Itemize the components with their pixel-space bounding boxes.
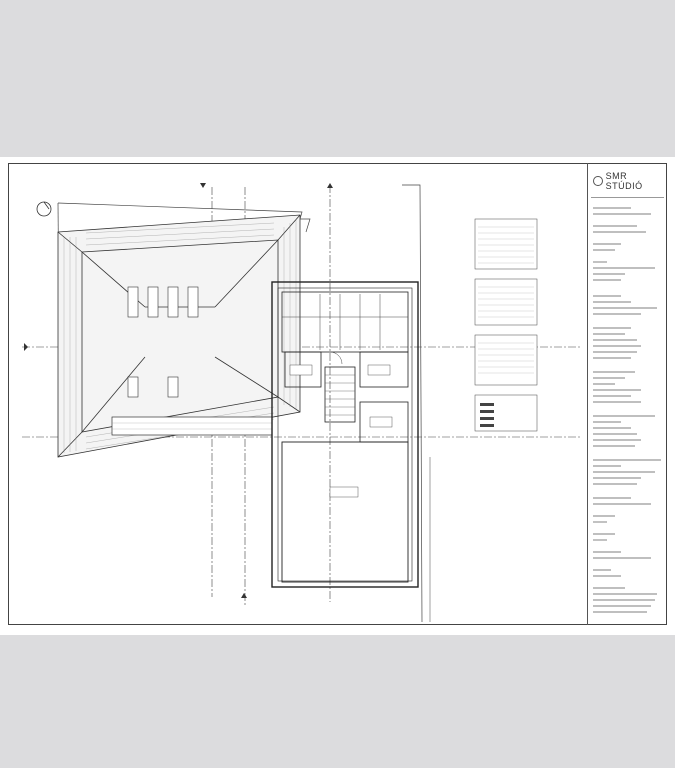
roof-windows [127,286,199,398]
section-marker [327,183,333,188]
door-swing [329,351,343,365]
north-arrow-icon [36,201,52,217]
upper-room [281,291,409,353]
room-label-boxes [289,364,393,498]
title-block-divider [591,197,664,198]
roof-hip-line [277,214,301,241]
studio-logo: SMR STÚDIÓ [593,171,664,191]
studio-logo-icon [593,176,603,186]
studio-name: SMR STÚDIÓ [605,171,643,191]
inner-wall [277,287,413,582]
stair-core [324,366,356,423]
sheet-frame [8,163,667,625]
outer-wall [271,281,419,588]
roof-ridge [214,356,279,398]
window-mullions [282,294,408,350]
legend-swatches [480,403,494,427]
drawing-sheet: SMR STÚDIÓ [0,157,675,635]
eaves-strip [111,416,273,436]
main-hall [281,441,409,583]
building-plan [271,281,419,588]
room [359,351,409,388]
title-block-text-lines [593,207,661,613]
dimensions-table [474,334,538,386]
section-marker [200,183,206,188]
parameters-table [474,278,538,326]
title-block: SMR STÚDIÓ [587,163,667,625]
room [284,351,322,388]
eaves-hatching [112,422,272,430]
schedule-rows [478,226,534,374]
plot-boundary [402,184,423,623]
section-markers [24,183,333,598]
roof-hip-line [277,396,301,413]
area-table [474,218,538,270]
roof-ridge [81,356,146,433]
stair-treads [325,374,355,416]
section-marker [24,343,28,351]
section-marker [241,593,247,598]
schedule-tables [474,218,538,432]
roof-ridge [214,239,279,308]
floor-plan-drawing [22,183,580,623]
